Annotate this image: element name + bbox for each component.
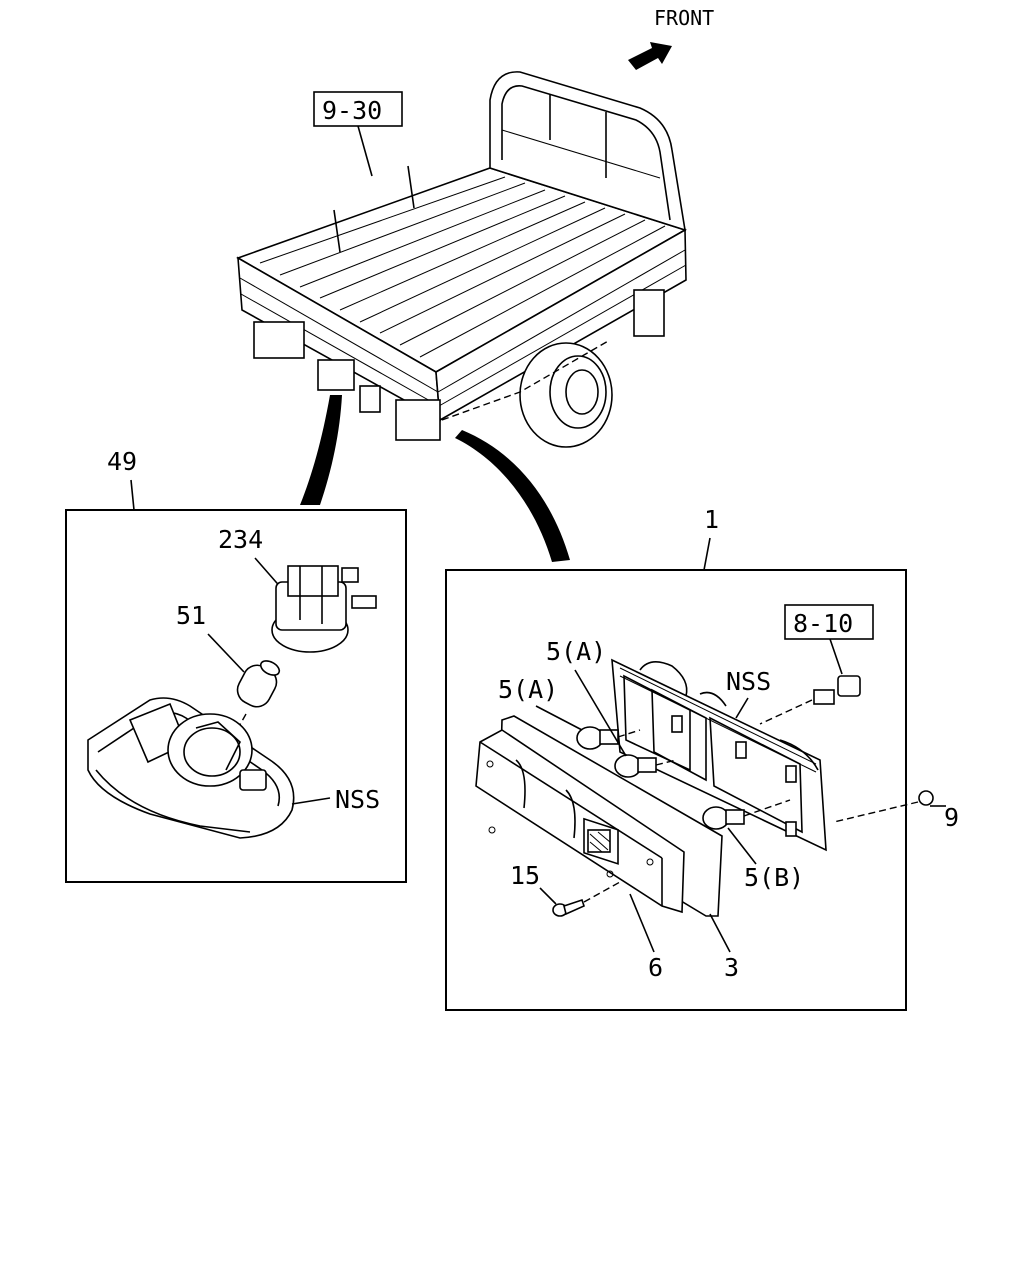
callout-51: 51 [176, 601, 206, 630]
callout-5a-upper: 5(A) [546, 637, 606, 666]
license-lamp-box: 49 234 51 [65, 447, 407, 883]
truck-bed-illustration [236, 71, 687, 448]
callout-49: 49 [107, 447, 137, 476]
bulb-b-part [702, 799, 791, 830]
pointer-arrow-left [300, 395, 342, 505]
ref-box-body: 9-30 [313, 91, 403, 177]
callout-6: 6 [648, 953, 663, 982]
callout-nss-left: NSS [335, 785, 380, 814]
front-label: FRONT [654, 6, 714, 30]
callout-15: 15 [510, 861, 540, 890]
callout-5a-lower: 5(A) [498, 675, 558, 704]
callout-3: 3 [724, 953, 739, 982]
nut-part [833, 790, 934, 823]
callout-nss-right: NSS [726, 667, 771, 696]
rear-lamp-box: 1 8-10 [445, 505, 959, 1011]
ref-body-label: 9-30 [322, 96, 382, 125]
callout-5b: 5(B) [744, 863, 804, 892]
connector-part [759, 675, 861, 725]
socket-part [271, 565, 377, 653]
lens-part [475, 729, 685, 914]
screw-part [552, 881, 621, 917]
ref-wiring-label: 8-10 [793, 609, 853, 638]
callout-234: 234 [218, 525, 263, 554]
front-arrow-icon [628, 42, 672, 70]
callout-9: 9 [944, 803, 959, 832]
bulb-a-upper-part [576, 726, 641, 750]
bulb-a-lower-part [614, 754, 677, 778]
pointer-arrow-right [455, 430, 570, 562]
callout-1: 1 [704, 505, 719, 534]
lamp-housing-part [87, 697, 295, 839]
lamp-base-part [611, 658, 827, 852]
